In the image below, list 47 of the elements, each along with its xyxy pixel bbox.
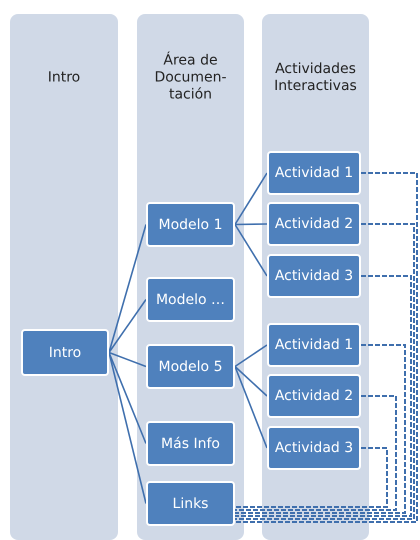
column-band xyxy=(10,14,118,540)
process-box xyxy=(146,344,235,389)
connector-line xyxy=(108,299,147,353)
column-heading: Actividades Interactivas xyxy=(273,61,358,95)
process-box xyxy=(267,254,361,298)
process-box xyxy=(267,323,361,367)
dashed-connector xyxy=(235,395,397,511)
connector-line xyxy=(108,352,147,444)
box-label: Actividad 2 xyxy=(274,388,354,404)
box-label: Actividad 3 xyxy=(274,268,354,284)
process-box xyxy=(267,374,361,418)
box-label: Actividad 2 xyxy=(274,216,354,232)
box-label: Actividad 1 xyxy=(274,165,354,181)
dashed-connector xyxy=(235,172,418,523)
box-label: Modelo 5 xyxy=(158,358,222,374)
dashed-connector xyxy=(235,447,388,508)
column-band xyxy=(262,14,369,540)
box-label: Actividad 1 xyxy=(274,337,354,353)
process-box xyxy=(267,151,361,195)
dashed-connector xyxy=(235,344,406,514)
dashed-connector xyxy=(235,275,412,517)
box-label: Links xyxy=(172,496,208,512)
connector-line xyxy=(234,223,268,226)
connector-line xyxy=(108,352,147,504)
box-label: Más Info xyxy=(161,436,220,452)
column-band xyxy=(137,14,244,540)
dashed-connector xyxy=(235,223,415,520)
process-box xyxy=(146,202,235,247)
process-box xyxy=(146,481,235,526)
box-label: Modelo 1 xyxy=(158,216,222,232)
process-box xyxy=(21,329,109,376)
connector-line xyxy=(234,366,268,397)
process-box xyxy=(267,202,361,246)
column-heading: Área de Documen-tación xyxy=(153,52,228,104)
connector-line xyxy=(108,224,147,353)
process-box xyxy=(267,426,361,470)
box-label: Modelo … xyxy=(156,292,226,308)
box-label: Actividad 3 xyxy=(274,440,354,456)
connector-line xyxy=(234,172,268,225)
process-box xyxy=(146,421,235,466)
connector-line xyxy=(108,352,146,368)
connector-line xyxy=(234,344,268,368)
box-label: Intro xyxy=(48,344,82,360)
connector-line xyxy=(234,224,268,276)
column-heading: Intro xyxy=(46,70,82,86)
connector-line xyxy=(234,366,268,448)
process-box xyxy=(146,277,235,322)
